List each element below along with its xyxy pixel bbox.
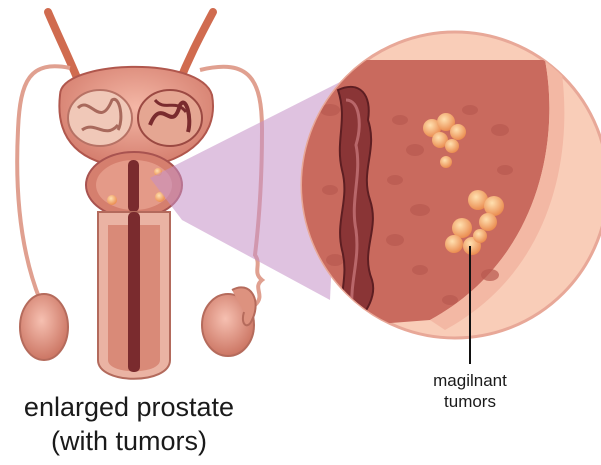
seminal-vesicle-left (68, 90, 132, 146)
tumor-label-line-1: magilnant (385, 371, 555, 391)
caption-line-1: enlarged prostate (0, 392, 258, 422)
penis-shaft (98, 212, 170, 379)
magnified-view (300, 32, 601, 338)
testis-right (202, 287, 256, 356)
caption-line-2: (with tumors) (0, 426, 258, 456)
tumor-label-line-2: tumors (385, 392, 555, 412)
testis-left (20, 294, 68, 360)
vas-deferens-left (48, 12, 80, 85)
seminal-vesicle-right (138, 90, 202, 146)
